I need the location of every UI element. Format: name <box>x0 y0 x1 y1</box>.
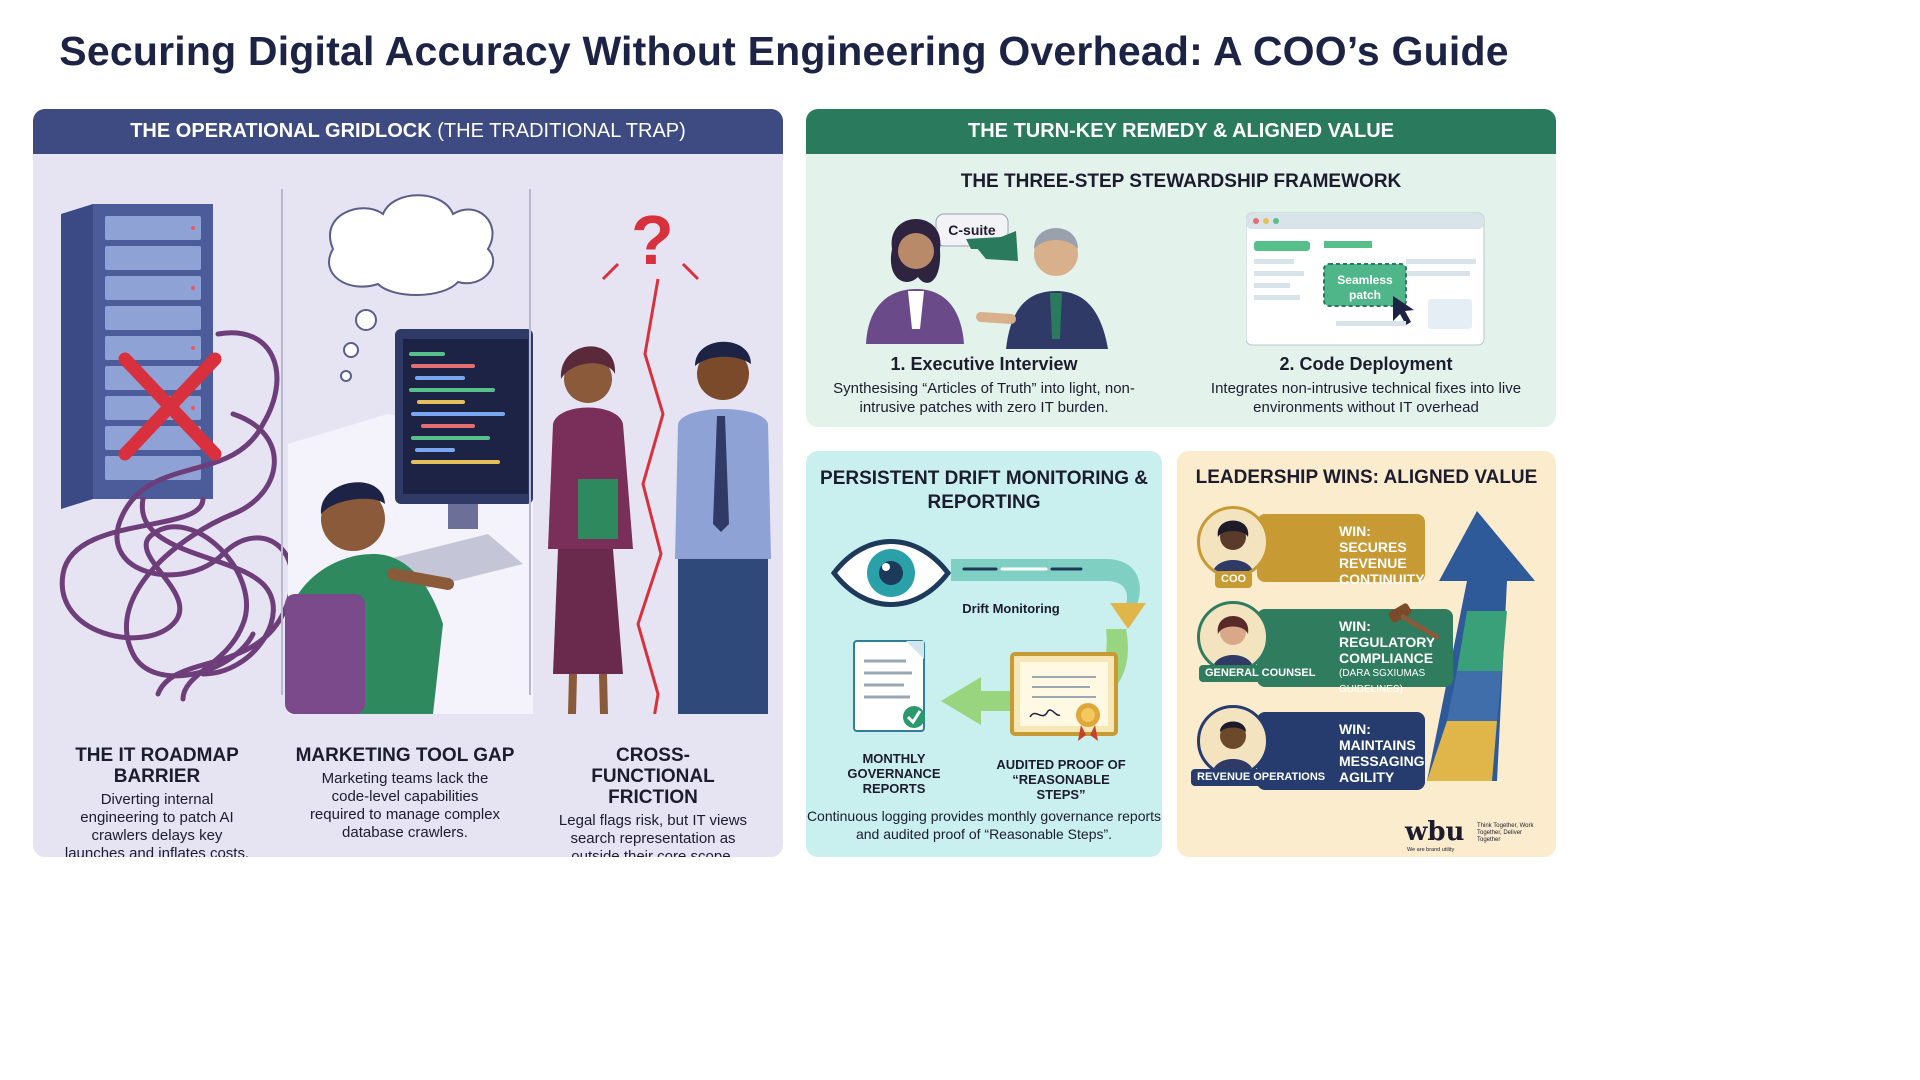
column-heading: CROSS-FUNCTIONAL FRICTION <box>591 745 715 808</box>
thought-bubble-icon <box>328 194 495 382</box>
step-title: 2. Code Deployment <box>1279 354 1453 374</box>
developer-person <box>285 482 454 714</box>
c-suite-bubble: C-suite <box>948 222 996 238</box>
step-code-deployment: 2. Code Deployment Integrates non-intrus… <box>1201 354 1531 417</box>
win-text: AGILITY <box>1339 769 1395 785</box>
red-x-icon <box>118 352 222 461</box>
win-text: MAINTAINS MESSAGING <box>1339 737 1425 769</box>
step-title: 1. Executive Interview <box>890 354 1078 374</box>
role-tag: COO <box>1215 571 1253 588</box>
win-label: WIN: <box>1339 618 1371 634</box>
step-body: Integrates non-intrusive technical fixes… <box>1210 380 1522 416</box>
it-man <box>675 341 771 714</box>
win-sub: (DARA SGXIUMAS GUIDELINES) <box>1339 668 1426 695</box>
drift-footer: Continuous logging provides monthly gove… <box>806 808 1162 842</box>
column-heading: THE IT ROADMAP BARRIER <box>75 745 239 787</box>
leadership-title: LEADERSHIP WINS: ALIGNED VALUE <box>1195 467 1538 488</box>
monthly-reports-label: MONTHLY GOVERNANCE REPORTS <box>847 751 941 796</box>
it-roadmap-barrier: THE IT ROADMAP BARRIER Diverting interna… <box>33 745 281 857</box>
operational-gridlock-panel: THE OPERATIONAL GRIDLOCK (THE TRADITIONA… <box>33 109 783 857</box>
gridlock-header-bold: THE OPERATIONAL GRIDLOCK <box>130 120 432 142</box>
logo-tagline: Think Together, Work Together, Deliver T… <box>1477 823 1534 843</box>
framework-subheader: THE THREE-STEP STEWARDSHIP FRAMEWORK <box>960 171 1402 192</box>
column-divider <box>281 189 283 695</box>
win-text: COMPLIANCE <box>1339 650 1434 666</box>
drift-monitoring-panel: PERSISTENT DRIFT MONITORING & REPORTING … <box>806 451 1162 857</box>
step-body: Synthesising “Articles of Truth” into li… <box>833 380 1135 416</box>
audited-proof-label: AUDITED PROOF OF “REASONABLE STEPS” <box>996 757 1126 802</box>
eye-icon <box>830 539 952 607</box>
gridlock-header: THE OPERATIONAL GRIDLOCK (THE TRADITIONA… <box>33 109 783 154</box>
win-text: SECURES REVENUE <box>1339 539 1407 571</box>
executive-interview-illustration: C-suite <box>866 213 1108 349</box>
column-heading: MARKETING TOOL GAP <box>295 745 515 766</box>
certificate-icon <box>1010 652 1118 741</box>
drift-illustration: Drift Monitoring <box>830 539 1146 741</box>
role-tag: REVENUE OPERATIONS <box>1191 769 1332 786</box>
tangled-cables <box>59 330 295 702</box>
win-text: REGULATORY <box>1339 634 1436 650</box>
win-label: WIN: <box>1339 721 1371 737</box>
monitoring-arrow <box>951 559 1140 611</box>
win-card-coo: WIN: SECURES REVENUE CONTINUITY <box>1257 514 1425 587</box>
column-body: Marketing teams lack the code-level capa… <box>309 770 501 841</box>
gavel-icon <box>1388 603 1440 640</box>
remedy-header: THE TURN-KEY REMEDY & ALIGNED VALUE <box>806 109 1556 154</box>
logo-mark: wbu <box>1405 817 1465 847</box>
column-body: Legal flags risk, but IT views search re… <box>558 812 748 857</box>
step-executive-interview: 1. Executive Interview Synthesising “Art… <box>806 354 1162 417</box>
avatar <box>1197 506 1269 578</box>
logo-small-text: We are brand utility <box>1407 847 1455 853</box>
gridlock-header-rest: (THE TRADITIONAL TRAP) <box>431 120 686 142</box>
question-mark-icon: ? <box>601 201 700 281</box>
column-divider <box>529 189 531 695</box>
marketing-tool-gap: MARKETING TOOL GAP Marketing teams lack … <box>281 745 529 842</box>
role-tag: GENERAL COUNSEL <box>1199 665 1322 682</box>
avatar <box>1197 601 1269 673</box>
server-rack-icon <box>61 204 213 509</box>
report-document-icon <box>853 640 925 732</box>
gridlock-illustration: ? <box>59 194 771 714</box>
growth-arrow-icon <box>1427 511 1535 781</box>
page-title: Securing Digital Accuracy Without Engine… <box>59 28 1509 74</box>
crack-line <box>636 278 665 714</box>
cross-functional-friction: CROSS-FUNCTIONAL FRICTION Legal flags ri… <box>543 745 763 857</box>
leadership-wins-panel: LEADERSHIP WINS: ALIGNED VALUE WIN: SECU… <box>1177 451 1556 857</box>
legal-woman <box>548 346 633 714</box>
win-text: CONTINUITY <box>1339 571 1425 587</box>
wbu-logo: wbu Think Together, Work Together, Deliv… <box>1405 817 1533 853</box>
svg-text:?: ? <box>631 201 674 279</box>
drift-monitoring-label: Drift Monitoring <box>962 601 1060 616</box>
avatar <box>1197 705 1269 777</box>
turn-key-remedy-panel: THE TURN-KEY REMEDY & ALIGNED VALUE THE … <box>806 109 1556 427</box>
column-body: Diverting internal engineering to patch … <box>64 791 250 857</box>
win-label: WIN: <box>1339 523 1371 539</box>
drift-title: PERSISTENT DRIFT MONITORING & REPORTING <box>820 468 1148 513</box>
